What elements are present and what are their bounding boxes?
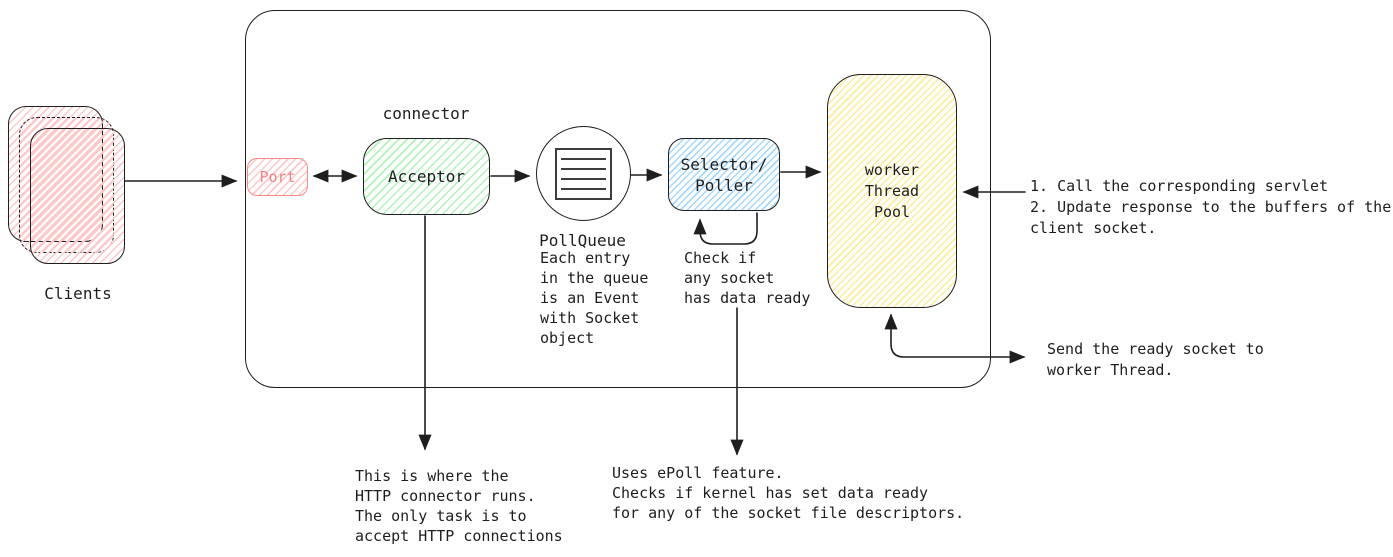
worker-thread-pool-box: worker Thread Pool (827, 74, 957, 308)
clients-label: Clients (44, 284, 112, 303)
document-line (561, 187, 606, 190)
pollqueue-circle (536, 126, 631, 221)
selector-loop-note: Check if any socket has data ready (684, 249, 811, 307)
acceptor-note: This is where the HTTP connector runs. T… (355, 467, 563, 545)
connector-label: connector (382, 104, 470, 123)
connector-container-box (245, 10, 991, 388)
port-box: Port (247, 158, 308, 196)
send-note: Send the ready socket to worker Thread. (1047, 340, 1264, 379)
document-lines-icon (555, 147, 612, 200)
document-line (561, 167, 606, 170)
pollqueue-title: PollQueue (539, 231, 626, 250)
document-line (561, 157, 606, 160)
client-card-front (30, 128, 125, 264)
acceptor-box: Acceptor (363, 138, 490, 215)
servlet-note: 1. Call the corresponding servlet 2. Upd… (1030, 177, 1392, 237)
pollqueue-note: Each entry in the queue is an Event with… (540, 249, 649, 347)
selector-poller-box: Selector/ Poller (668, 138, 780, 211)
document-line (561, 177, 606, 180)
epoll-note: Uses ePoll feature. Checks if kernel has… (612, 464, 965, 522)
